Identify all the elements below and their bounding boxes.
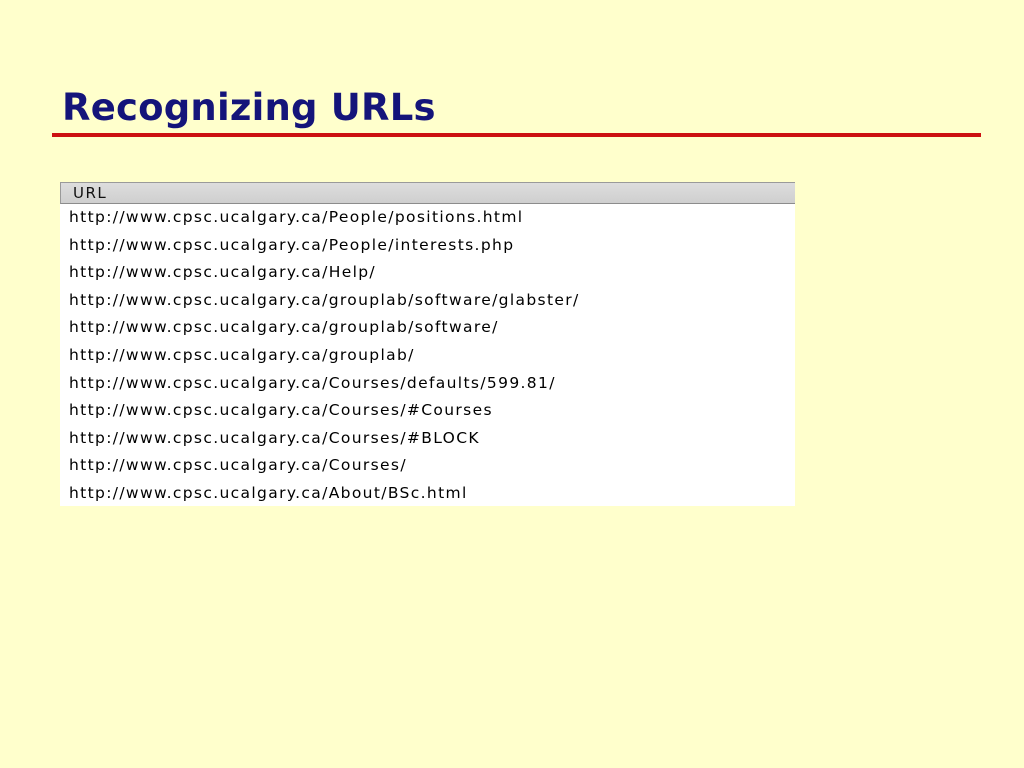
url-row[interactable]: http://www.cpsc.ucalgary.ca/About/BSc.ht…	[69, 483, 468, 502]
url-row[interactable]: http://www.cpsc.ucalgary.ca/Courses/	[69, 456, 407, 475]
url-list-table: URL http://www.cpsc.ucalgary.ca/People/p…	[60, 182, 795, 506]
url-row[interactable]: http://www.cpsc.ucalgary.ca/People/inter…	[69, 235, 515, 254]
url-list: http://www.cpsc.ucalgary.ca/People/posit…	[60, 204, 795, 506]
url-row[interactable]: http://www.cpsc.ucalgary.ca/Help/	[69, 263, 377, 282]
url-column-header[interactable]: URL	[60, 182, 795, 204]
url-row[interactable]: http://www.cpsc.ucalgary.ca/grouplab/sof…	[69, 290, 580, 309]
url-row[interactable]: http://www.cpsc.ucalgary.ca/Courses/#Cou…	[69, 401, 493, 420]
url-row[interactable]: http://www.cpsc.ucalgary.ca/grouplab/	[69, 345, 415, 364]
url-row[interactable]: http://www.cpsc.ucalgary.ca/Courses/#BLO…	[69, 428, 480, 447]
url-row[interactable]: http://www.cpsc.ucalgary.ca/Courses/defa…	[69, 373, 556, 392]
url-row[interactable]: http://www.cpsc.ucalgary.ca/grouplab/sof…	[69, 318, 499, 337]
title-divider	[52, 133, 981, 137]
slide-title: Recognizing URLs	[62, 86, 436, 129]
url-row[interactable]: http://www.cpsc.ucalgary.ca/People/posit…	[69, 208, 524, 226]
